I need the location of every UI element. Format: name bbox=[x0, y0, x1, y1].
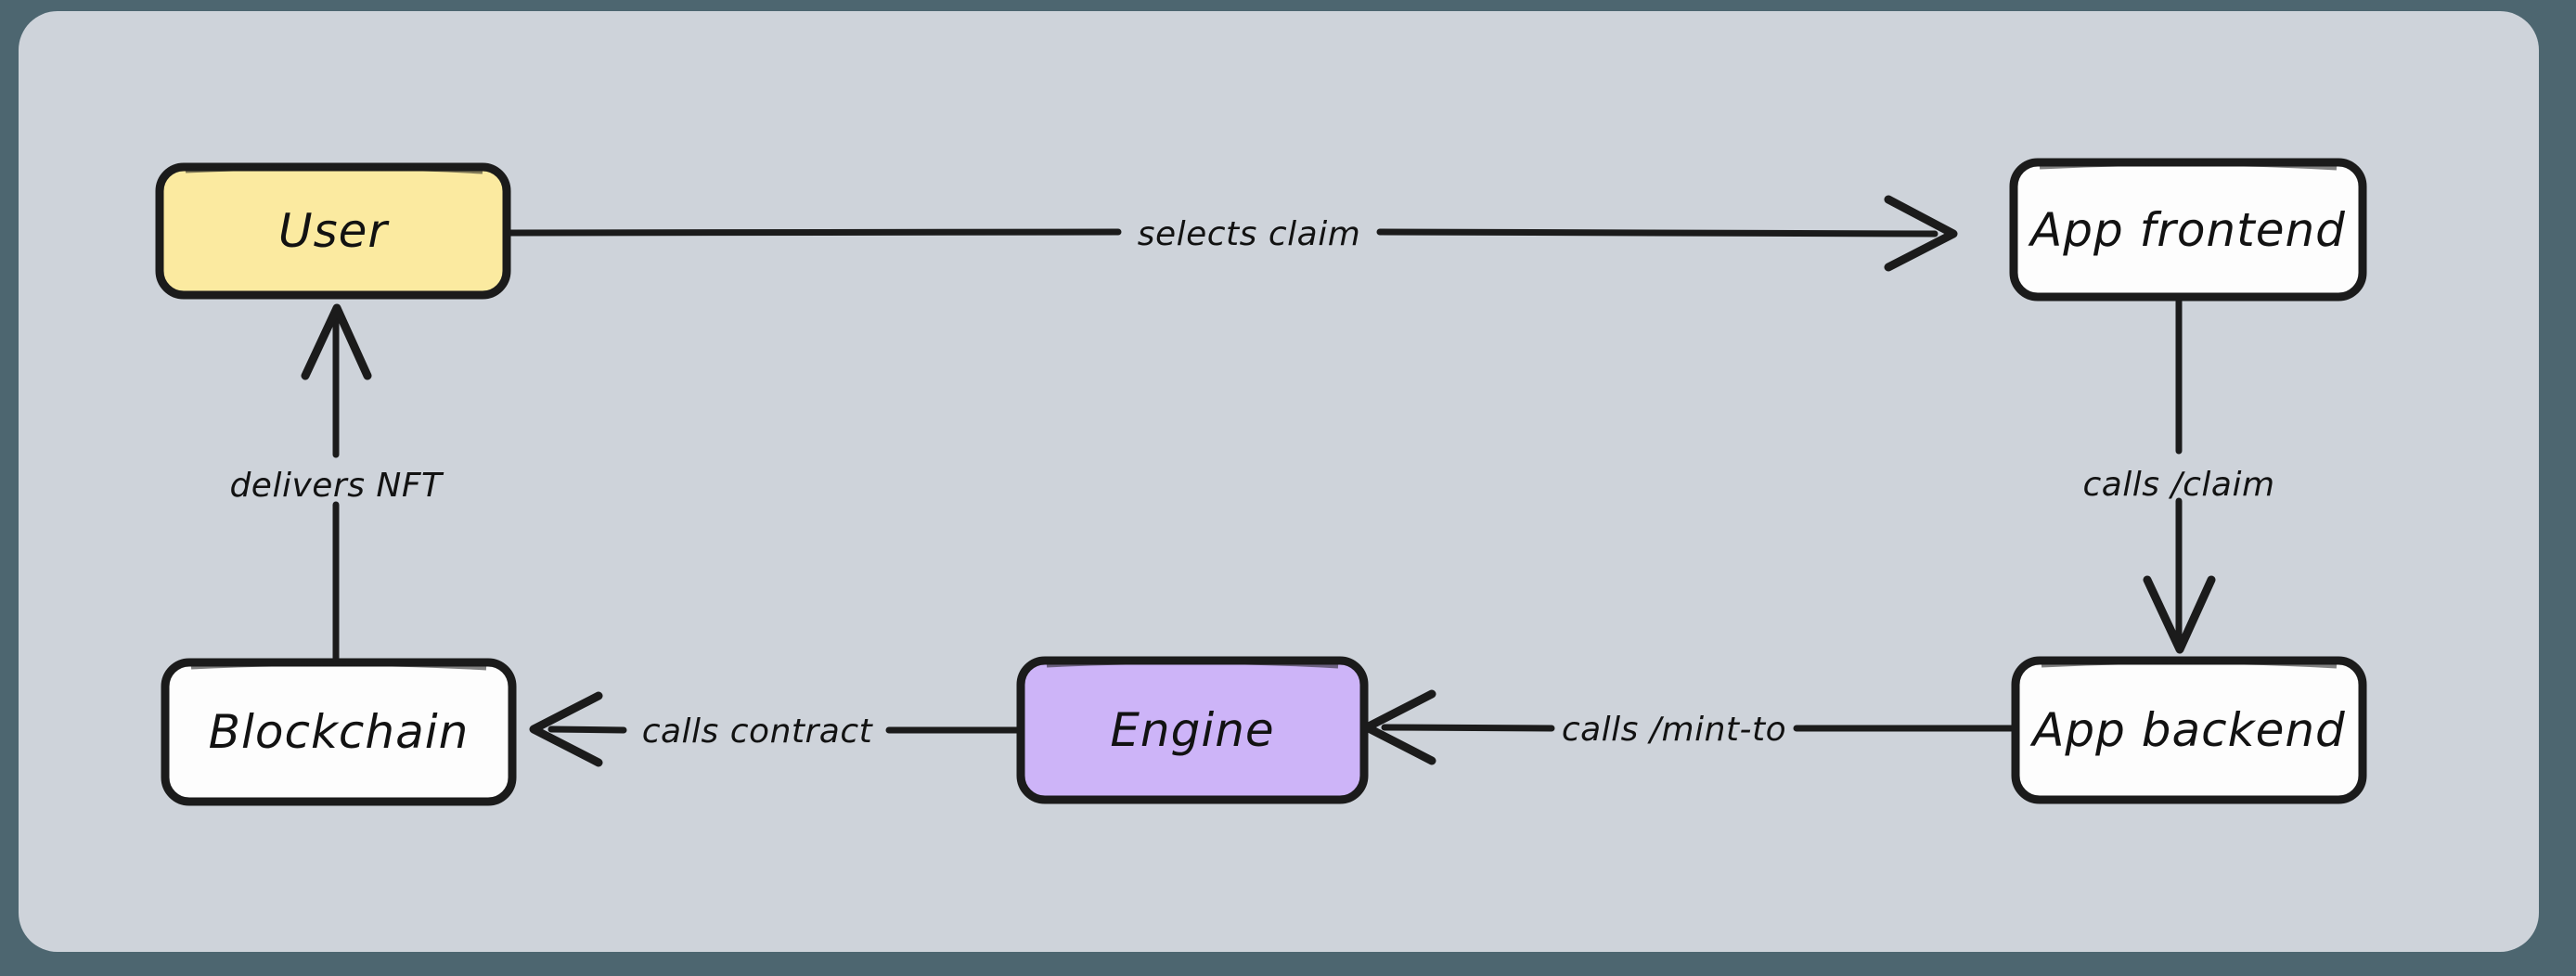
edge-user-to-frontend: selects claim bbox=[505, 195, 1958, 272]
canvas-plate bbox=[19, 11, 2539, 952]
edge-label-calls-claim: calls /claim bbox=[2082, 466, 2274, 504]
node-label-app-backend: App backend bbox=[2029, 703, 2346, 757]
edge-label-calls-contract: calls contract bbox=[642, 713, 874, 751]
node-label-engine: Engine bbox=[1110, 703, 1274, 757]
node-user[interactable]: User bbox=[155, 162, 511, 300]
node-label-app-frontend: App frontend bbox=[2028, 203, 2346, 257]
edge-engine-to-blockchain: calls contract bbox=[529, 691, 1021, 767]
node-label-blockchain: Blockchain bbox=[209, 705, 470, 759]
edge-label-delivers-nft: delivers NFT bbox=[229, 467, 444, 505]
node-app-backend[interactable]: App backend bbox=[2011, 656, 2367, 804]
edge-frontend-to-backend: calls /claim bbox=[2082, 295, 2274, 654]
node-app-frontend[interactable]: App frontend bbox=[2009, 158, 2367, 302]
node-blockchain[interactable]: Blockchain bbox=[161, 658, 517, 806]
node-label-user: User bbox=[278, 204, 390, 258]
edge-blockchain-to-user: delivers NFT bbox=[229, 303, 444, 662]
edge-label-calls-mint-to: calls /mint-to bbox=[1562, 711, 1786, 749]
edge-label-selects-claim: selects claim bbox=[1138, 215, 1361, 253]
node-engine[interactable]: Engine bbox=[1016, 656, 1369, 804]
